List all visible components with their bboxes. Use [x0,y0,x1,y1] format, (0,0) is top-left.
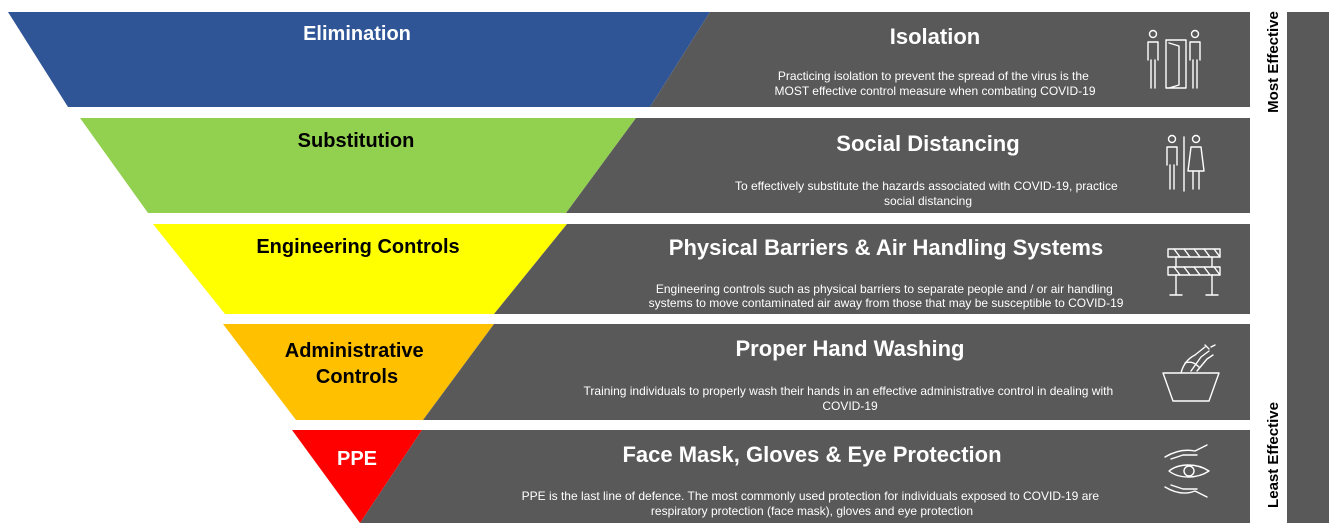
panel-isolation [650,12,1250,107]
hand-washing-icon [1162,344,1220,402]
isolation-people-door-icon [1147,29,1201,89]
pyramid-band-substitution [80,118,636,213]
level-title-substitution: Substitution [298,130,415,152]
panel-face-mask [360,430,1250,523]
least-effective-label: Least Effective [1265,402,1282,508]
panel-title-face-mask: Face Mask, Gloves & Eye Protection [622,442,1001,467]
panel-desc-physical-barriers: Engineering controls such as physical ba… [649,282,1124,310]
panel-desc-face-mask: PPE is the last line of defence. The mos… [522,489,1103,518]
eye-protection-hands-icon [1164,444,1210,498]
level-administrative-controls: Administrative Controls Proper Hand Wash… [223,324,1250,420]
effectiveness-arrow [1287,12,1329,523]
panel-hand-washing [423,324,1250,420]
barrier-icon [1167,248,1221,296]
level-engineering-controls: Engineering Controls Physical Barriers &… [153,224,1250,314]
most-effective-label: Most Effective [1265,11,1282,113]
panel-desc-isolation: Practicing isolation to prevent the spre… [774,69,1095,98]
level-elimination: Elimination Isolation Practicing isolati… [8,12,1250,107]
level-title-elimination: Elimination [303,23,411,45]
social-distancing-people-icon [1166,134,1205,192]
pyramid-band-engineering [153,224,567,314]
panel-title-social-distancing: Social Distancing [836,131,1019,156]
panel-desc-social-distancing: To effectively substitute the hazards as… [735,179,1121,208]
pyramid-band-ppe [292,430,422,523]
pyramid-band-elimination [8,12,710,107]
panel-title-hand-washing: Proper Hand Washing [736,336,965,361]
level-title-ppe: PPE [337,448,377,470]
pyramid-band-administrative [223,324,494,420]
level-substitution: Substitution Social Distancing To effect… [80,118,1250,213]
level-title-administrative-controls: Administrative Controls [285,340,430,388]
panel-social-distancing [566,118,1250,213]
level-title-engineering-controls: Engineering Controls [256,236,459,258]
panel-desc-hand-washing: Training individuals to properly wash th… [584,384,1117,413]
panel-title-isolation: Isolation [890,24,980,49]
panel-physical-barriers [494,224,1250,314]
panel-title-physical-barriers: Physical Barriers & Air Handling Systems [669,235,1103,260]
level-ppe: PPE Face Mask, Gloves & Eye Protection P… [292,430,1250,523]
